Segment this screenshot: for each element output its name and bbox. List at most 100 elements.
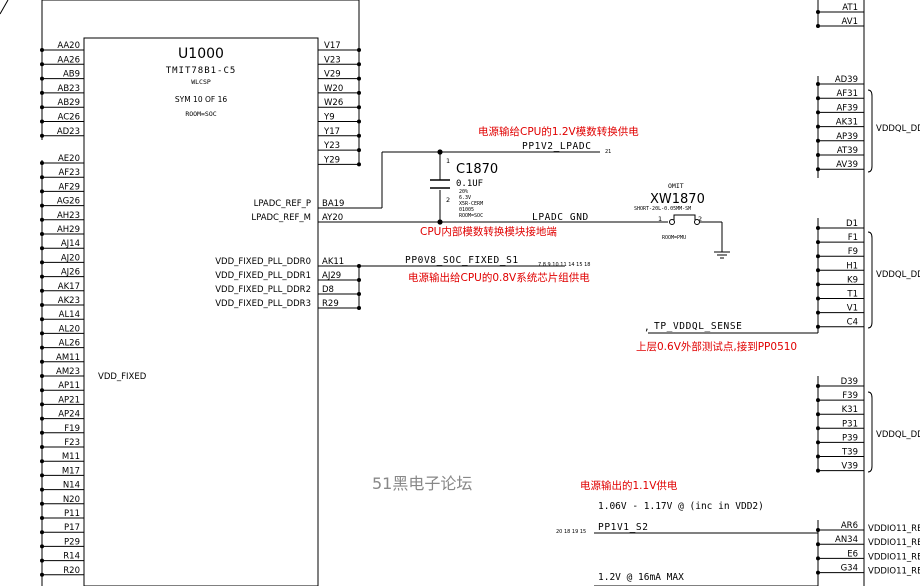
pin: AM11	[40, 353, 84, 364]
pin-label: AH23	[57, 211, 80, 221]
signal-pins: BA19 LPADC_REF_P AY20 LPADC_REF_M AK11VDD_FI…	[215, 199, 361, 310]
u1000-room: ROOM=SOC	[185, 110, 216, 118]
xw1870-pin1: 1	[658, 215, 662, 223]
pin-label: AB9	[63, 70, 80, 80]
vddio-label: VDDIO11_RE	[868, 552, 920, 562]
pin-label: Y29	[323, 155, 340, 165]
vddio-label: VDDIO11_RE	[868, 567, 920, 577]
c1870-spec: 01005	[459, 207, 474, 213]
pin-label: AF29	[58, 182, 80, 192]
pin: AG26	[40, 197, 84, 208]
pin: W26	[318, 98, 361, 110]
pin: AV1	[816, 17, 864, 28]
pin-label: AB23	[58, 84, 80, 94]
pin-label: F19	[64, 424, 80, 434]
pin-label: AL20	[59, 324, 80, 334]
xw1870-part: SHORT-20L-0.05MM-SM	[634, 206, 691, 212]
pin: AF29	[40, 182, 84, 194]
pin: V23	[318, 55, 361, 67]
u1000-part: TMIT78B1-C5	[166, 66, 237, 76]
pin: N14	[40, 481, 84, 492]
c1870-value: 0.1UF	[456, 179, 483, 189]
pin: AH23	[40, 211, 84, 222]
pin: AJ29	[318, 271, 361, 282]
vdd-fixed-label: VDD_FIXED	[98, 372, 147, 382]
pin-label: R14	[63, 552, 80, 562]
pin-label: BA19	[322, 199, 344, 209]
pin-label: W20	[324, 84, 343, 94]
pin-label: E6	[847, 549, 858, 559]
pin-label: M11	[62, 452, 80, 462]
pin: AH29	[40, 225, 84, 236]
pin-label: P29	[64, 537, 80, 547]
pin-label: V23	[324, 55, 341, 65]
pin: R29	[318, 299, 361, 310]
pin-label: Y17	[323, 127, 340, 137]
pin-label: V29	[324, 70, 341, 80]
pin: C4	[816, 318, 864, 329]
net-pp1v1-s2: PP1V1_S2	[598, 522, 649, 533]
pin: D8	[318, 285, 361, 296]
c1870-spec: 20%	[459, 189, 468, 195]
pin: T39	[816, 448, 864, 459]
pin-label: AK23	[58, 296, 80, 306]
pin: AL26	[40, 339, 84, 350]
pin: F1	[816, 233, 864, 245]
pin-label: AK17	[58, 282, 80, 292]
pin-label: N20	[63, 495, 80, 505]
pin: AR6	[816, 521, 864, 532]
annotation: 上层0.6V外部测试点,接到PP0510	[636, 340, 797, 353]
pin: E6	[816, 549, 864, 561]
pin-label: F9	[848, 247, 858, 257]
c1870-refdes: C1870	[456, 162, 498, 177]
pin: AT1	[816, 3, 864, 14]
pin-label: D1	[846, 219, 858, 229]
spec-text: 1.06V - 1.17V @ (inc in VDD2)	[598, 501, 764, 512]
c1870-spec: 6.3V	[459, 195, 471, 201]
u1000-body	[83, 37, 319, 586]
c1870-spec: X5R-CERM	[459, 201, 483, 207]
pin-label: AA26	[57, 55, 80, 65]
signal-name: VDD_FIXED_PLL_DDR3	[215, 299, 311, 309]
xw1870-omit: OMIT	[668, 182, 684, 190]
pin-label: AL26	[59, 339, 80, 349]
pin-label: AM23	[56, 367, 80, 377]
pin: K31	[816, 405, 864, 417]
net-pp0v8-soc: PP0V8_SOC_FIXED_S1	[405, 255, 519, 266]
pin-label: T1	[846, 290, 858, 300]
pin: V17	[318, 41, 361, 52]
watermark: 51黑电子论坛	[372, 474, 472, 493]
xw1870-symbol	[669, 214, 700, 225]
pin-label: F23	[64, 438, 80, 448]
pin-label: AK31	[836, 118, 858, 128]
xw1870-room: ROOM=PMU	[662, 235, 686, 241]
pin: AF23	[40, 168, 84, 180]
pin: N20	[40, 495, 84, 506]
net-ref: 21	[605, 149, 611, 155]
pin-label: T39	[841, 448, 858, 458]
pin: P17	[40, 523, 84, 535]
pin-label: V39	[841, 462, 858, 472]
c1870-pin2: 2	[446, 196, 450, 204]
pin: AK11	[318, 257, 361, 268]
pin-label: AM11	[56, 353, 80, 363]
signal-name: LPADC_REF_M	[251, 213, 311, 223]
pin: AB9	[40, 70, 84, 81]
annotation: 电源输给CPU的1.2V模数转换供电	[478, 125, 639, 138]
pin: AN34	[816, 535, 864, 547]
pin-label: P31	[842, 419, 858, 429]
signal-name: VDD_FIXED_PLL_DDR1	[215, 271, 311, 281]
pin: Y9	[318, 113, 361, 124]
pin-label: AY20	[322, 213, 343, 223]
pin-label: P11	[64, 509, 80, 519]
pin: AJ20	[40, 253, 84, 265]
pin: BA19	[318, 199, 359, 209]
net-lpadc-gnd: LPADC_GND	[532, 212, 589, 223]
pin-label: N14	[63, 481, 80, 491]
signal-name: LPADC_REF_P	[254, 199, 311, 209]
pin: M17	[40, 466, 84, 478]
vddio-label: VDDIO11_RE	[868, 538, 920, 548]
net-ref: 20 18 19 15	[556, 529, 586, 535]
